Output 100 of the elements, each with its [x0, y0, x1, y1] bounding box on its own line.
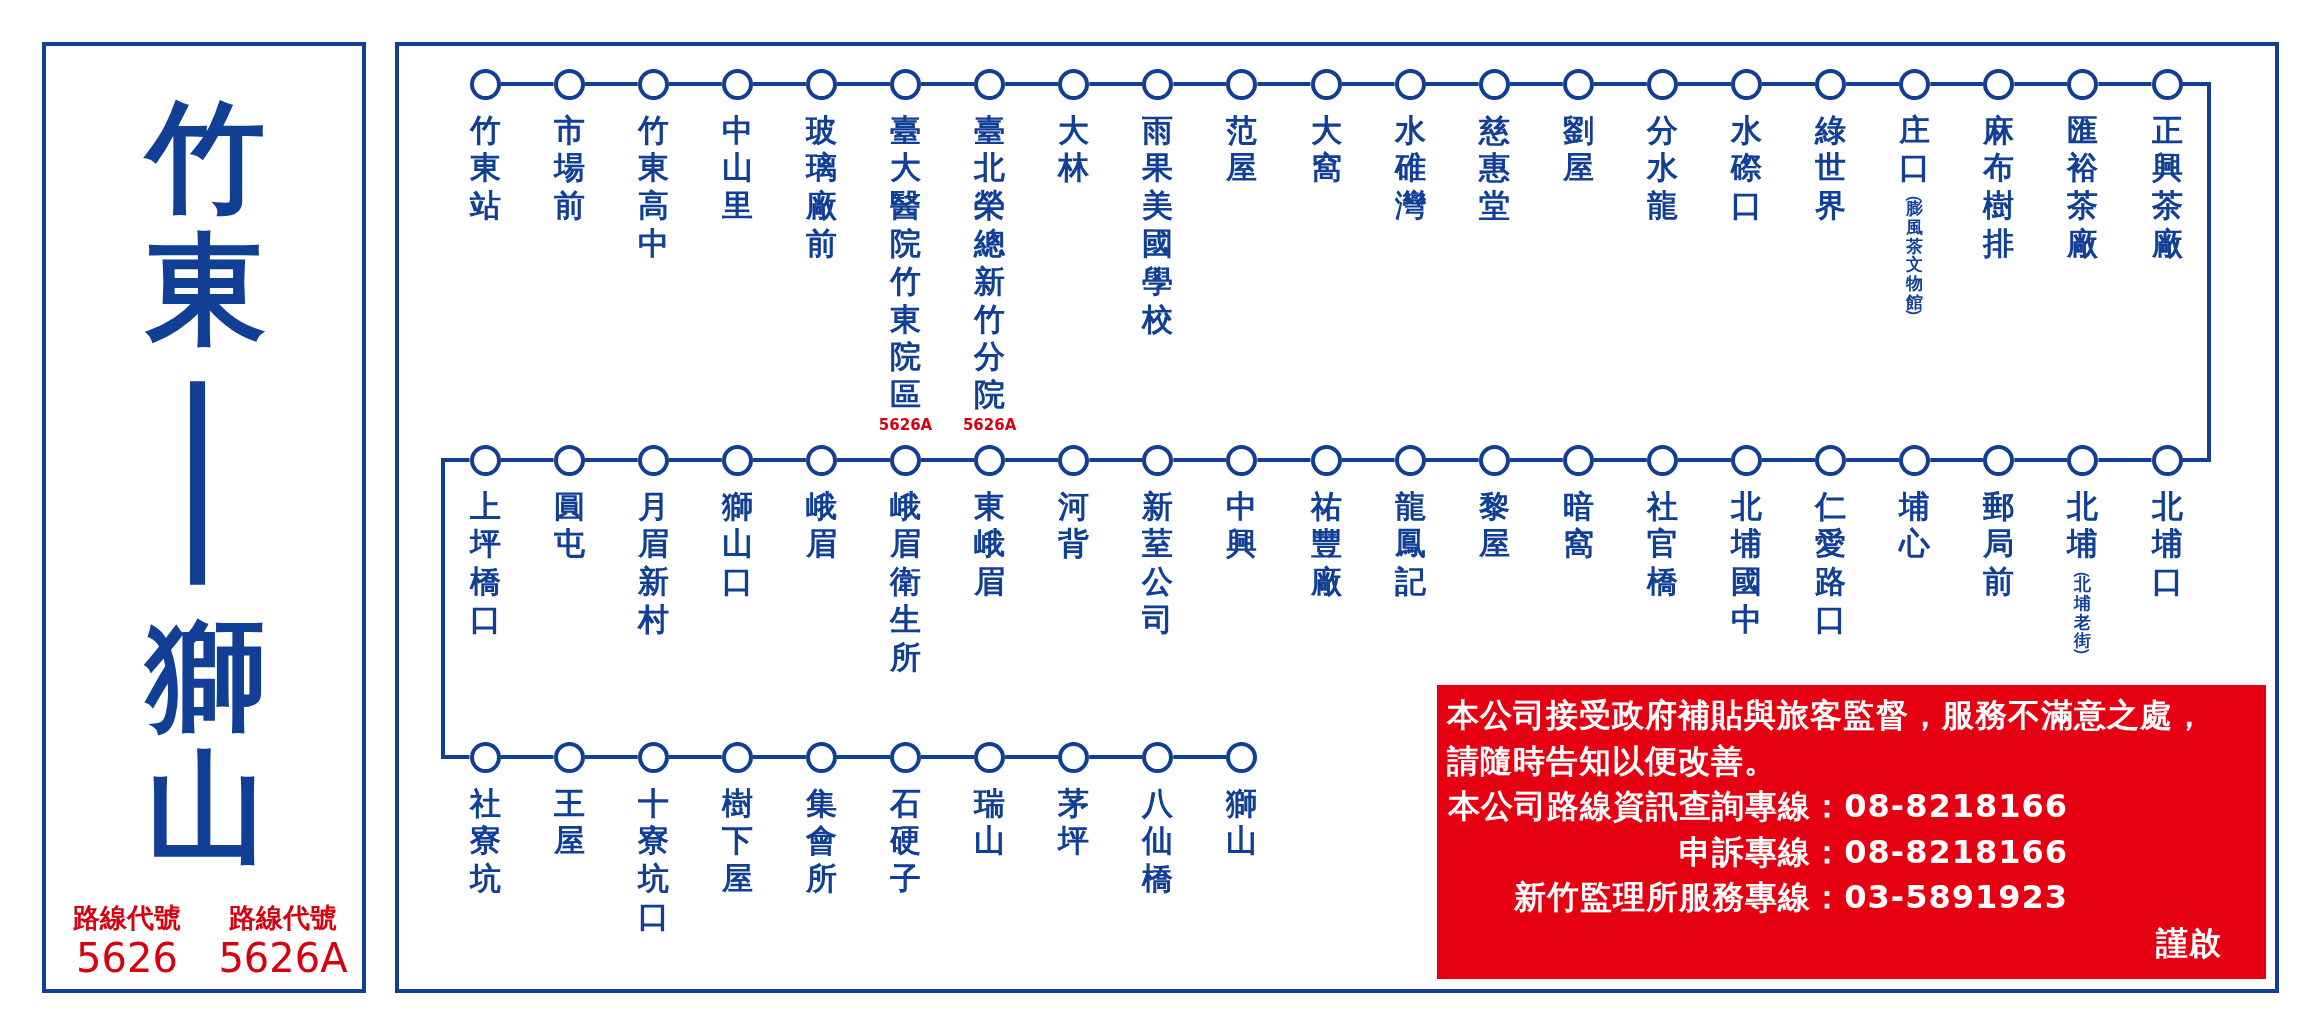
- stop-name: 峨眉: [805, 487, 837, 564]
- stop-name: 仁愛路口: [1815, 487, 1847, 639]
- route-line: [2014, 458, 2068, 462]
- route-line: [1930, 82, 1984, 86]
- hotline-text: 新竹監理所服務專線：03-5891923: [1514, 877, 2068, 919]
- route-line: [2098, 458, 2152, 462]
- route-line: [1089, 755, 1143, 759]
- route-line: [921, 755, 975, 759]
- route-line: [1593, 82, 1647, 86]
- stop-name: 新荎公司: [1142, 487, 1174, 639]
- route-line: [1509, 82, 1563, 86]
- route-line: [921, 458, 975, 462]
- route-line: [2098, 82, 2152, 86]
- stop-name: 圓屯: [553, 487, 585, 564]
- route-line: [668, 82, 722, 86]
- stop-name: 埔心: [1899, 487, 1931, 564]
- stop-name: 上坪橋口: [469, 487, 501, 639]
- stop-name: 雨果美國學校: [1142, 111, 1174, 339]
- route-line: [1341, 82, 1395, 86]
- route-code-label: 路線代號: [229, 902, 337, 935]
- stop-name: 市場前: [553, 111, 585, 225]
- route-line: [584, 458, 638, 462]
- stop-name: 北埔口: [2151, 487, 2183, 601]
- stop-name: 東峨眉: [974, 487, 1006, 601]
- route-line: [1005, 458, 1059, 462]
- stop-name: 郵局前: [1983, 487, 2015, 601]
- route-line: [921, 82, 975, 86]
- hotline-text: 本公司路線資訊查詢專線：08-8218166: [1448, 786, 2068, 828]
- route-sign-panel: [42, 42, 366, 993]
- route-line: [1173, 458, 1227, 462]
- route-code-label: 路線代號: [73, 902, 181, 935]
- stop-name: 匯裕茶廠: [2067, 111, 2099, 263]
- route-line: [2182, 82, 2211, 462]
- stop-name: 竹東高中: [637, 111, 669, 263]
- route-line: [1089, 458, 1143, 462]
- route-line: [1593, 458, 1647, 462]
- stop-name: 暗窩: [1562, 487, 1594, 564]
- stop-name: 臺大醫院竹東院區: [890, 111, 921, 414]
- stop-name: 瑞山: [974, 784, 1006, 861]
- stop-name: 月眉新村: [637, 487, 669, 639]
- stop-name: 中興: [1226, 487, 1258, 564]
- stop-name: 玻璃廠前: [805, 111, 837, 263]
- route-line: [668, 458, 722, 462]
- route-code-note: 5626A: [878, 416, 933, 434]
- stop-name: 慈惠堂: [1478, 111, 1510, 225]
- stop-name: 臺北榮總新竹分院: [974, 111, 1006, 414]
- stop-name: 黎屋: [1478, 487, 1510, 564]
- stop-name: 水磜口: [1731, 111, 1762, 225]
- stop-name: 龍鳳記: [1394, 487, 1426, 601]
- route-line: [1930, 458, 1984, 462]
- route-line: [1677, 458, 1731, 462]
- stop-name: 大林: [1058, 111, 1090, 188]
- stop-name: 河背: [1058, 487, 1090, 564]
- stop-name: 范屋: [1226, 111, 1258, 188]
- stop-name: 劉屋: [1562, 111, 1594, 188]
- stop-name: 中山里: [721, 111, 753, 225]
- route-line: [836, 82, 890, 86]
- stop-name: 茅坪: [1058, 784, 1090, 861]
- stop-name: 庄口: [1899, 111, 1931, 188]
- stop-note: （北埔老街）: [2074, 565, 2092, 661]
- stop-note: （膨風茶文物館）: [1906, 189, 1924, 322]
- route-line: [500, 82, 554, 86]
- stop-name: 王屋: [553, 784, 585, 861]
- route-line: [584, 755, 638, 759]
- route-line: [584, 82, 638, 86]
- route-line: [1089, 82, 1143, 86]
- stop-name: 北埔: [2067, 487, 2099, 564]
- hotline-text: 申訴專線：08-8218166: [1679, 831, 2068, 873]
- route-code: 5626: [76, 935, 178, 981]
- route-line: [1425, 82, 1479, 86]
- route-line: [1257, 82, 1311, 86]
- route-line: [752, 458, 806, 462]
- route-line: [668, 755, 722, 759]
- route-line: [441, 458, 470, 759]
- stop-name: 集會所: [805, 784, 837, 898]
- stop-name: 樹下屋: [721, 784, 753, 898]
- stop-name: 分水龍: [1646, 111, 1678, 225]
- route-line: [1762, 458, 1816, 462]
- route-line: [1762, 82, 1816, 86]
- route-code: 5626A: [218, 935, 348, 981]
- notice-text: 本公司接受政府補貼與旅客監督，服務不滿意之處，請隨時告知以便改善。: [1447, 695, 2207, 782]
- stop-name: 麻布樹排: [1983, 111, 2015, 263]
- closing-text: 謹啟: [2156, 923, 2222, 964]
- route-code-note: 5626A: [962, 416, 1017, 434]
- stop-name: 水碓灣: [1394, 111, 1426, 225]
- stop-name: 大窩: [1310, 111, 1342, 188]
- route-line: [1173, 755, 1227, 759]
- route-line: [1257, 458, 1311, 462]
- route-line: [1341, 458, 1395, 462]
- stop-name: 社官橋: [1646, 487, 1678, 601]
- stop-name: 八仙橋: [1142, 784, 1174, 898]
- route-line: [1846, 82, 1900, 86]
- stop-name: 北埔國中: [1731, 487, 1762, 639]
- route-line: [1425, 458, 1479, 462]
- stop-name: 祐豐廠: [1310, 487, 1342, 601]
- route-line: [752, 82, 806, 86]
- stop-name: 十寮坑口: [637, 784, 669, 936]
- stop-name: 石硬子: [890, 784, 921, 898]
- notice-panel: [1437, 685, 2266, 979]
- route-line: [752, 755, 806, 759]
